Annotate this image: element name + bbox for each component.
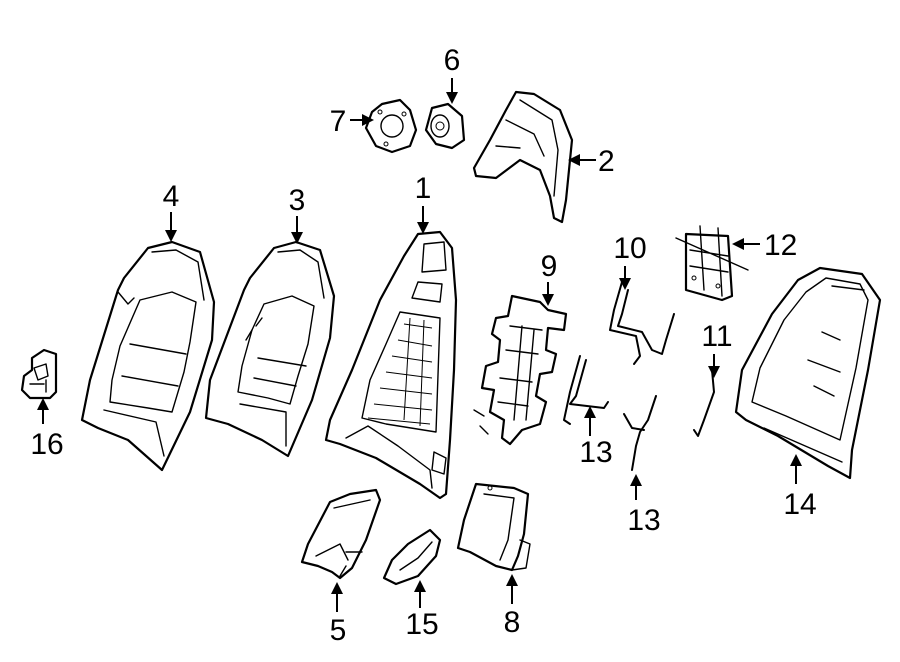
callout-11: 11	[701, 320, 732, 353]
callout-12: 12	[764, 229, 797, 262]
callout-3: 3	[289, 184, 306, 217]
part-5-side-panel	[300, 488, 382, 580]
part-8-module	[456, 482, 531, 572]
callout-15: 15	[405, 608, 438, 641]
leader-lines	[37, 78, 802, 612]
part-4-seatback-cover	[80, 240, 216, 472]
part-2-back-trim	[472, 90, 574, 224]
callout-13a: 13	[579, 436, 612, 469]
callout-4: 4	[163, 180, 180, 213]
part-13a-wire	[563, 355, 609, 425]
part-7-plate	[364, 98, 418, 154]
callout-9: 9	[541, 250, 558, 283]
callout-8: 8	[504, 606, 521, 639]
part-9-lumbar-support	[473, 294, 568, 446]
callout-14: 14	[783, 488, 816, 521]
part-14-back-cover	[734, 266, 882, 480]
part-15-pad	[382, 528, 442, 586]
part-1-seatback-frame	[324, 230, 458, 500]
callout-labels: 1 2 3 4 5 6 7 8 9 10 11 12 13 13 14 15 1…	[30, 44, 816, 647]
part-13b-wire	[623, 395, 657, 471]
callout-6: 6	[444, 44, 461, 77]
part-12-guide	[675, 225, 749, 302]
part-6-knob	[424, 102, 466, 150]
part-11-rod	[693, 369, 715, 437]
callout-2: 2	[598, 145, 615, 178]
callout-16: 16	[30, 428, 63, 461]
callout-13b: 13	[627, 504, 660, 537]
part-10-wire	[609, 281, 675, 365]
callout-10: 10	[613, 232, 646, 265]
callout-7: 7	[330, 105, 347, 138]
callout-5: 5	[330, 614, 347, 647]
part-16-bracket	[20, 348, 58, 400]
callout-1: 1	[415, 172, 432, 205]
part-3-seatback-pad	[204, 240, 336, 458]
